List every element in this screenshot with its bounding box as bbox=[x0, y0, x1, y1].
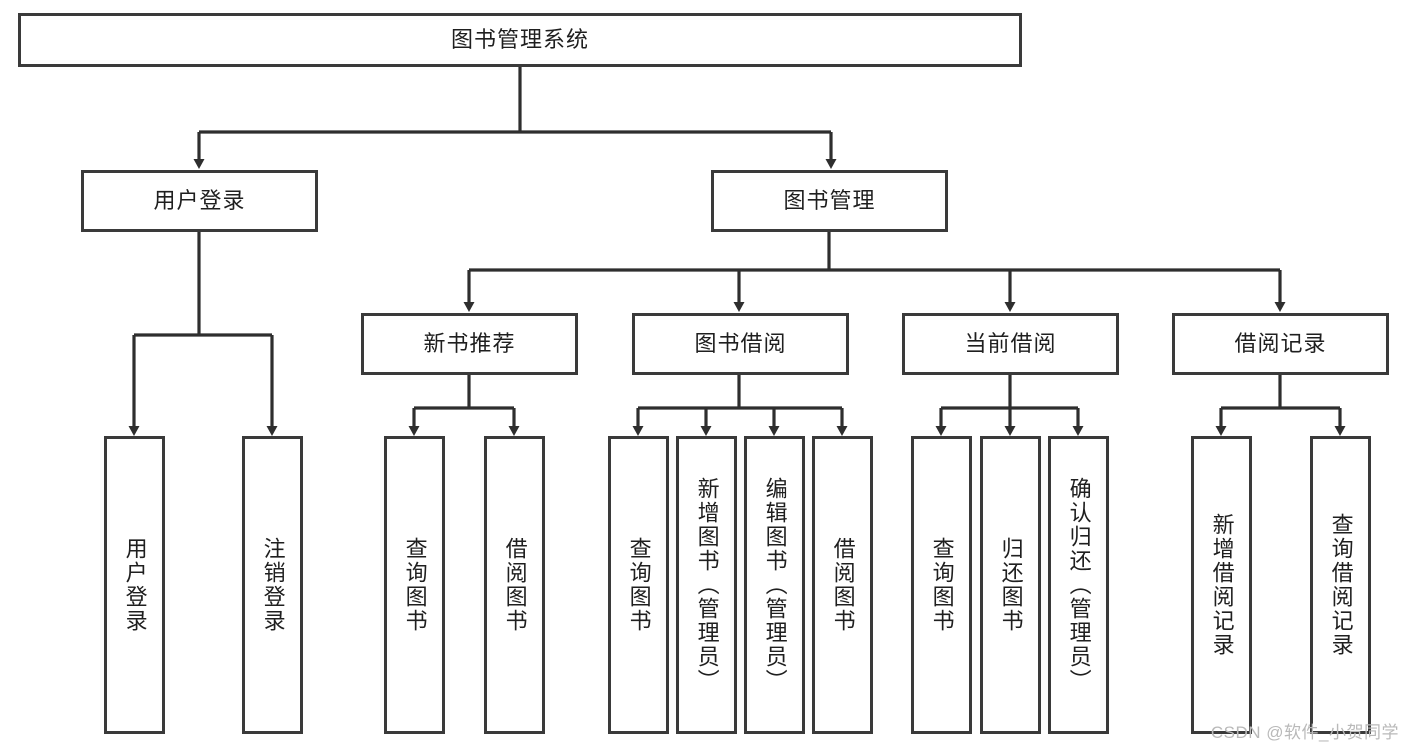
leaf-borrow-record-add[interactable]: 新增借阅记录 bbox=[1191, 436, 1252, 734]
node-borrow-record-label: 借阅记录 bbox=[1234, 330, 1327, 356]
leaf-current-borrow-query[interactable]: 查询图书 bbox=[911, 436, 972, 734]
leaf-current-borrow-return[interactable]: 归还图书 bbox=[980, 436, 1041, 734]
leaf-label: 借阅图书 bbox=[502, 537, 528, 633]
leaf-new-book-borrow[interactable]: 借阅图书 bbox=[484, 436, 545, 734]
leaf-borrow-record-query[interactable]: 查询借阅记录 bbox=[1310, 436, 1371, 734]
leaf-book-borrow-edit[interactable]: 编辑图书（管理员） bbox=[744, 436, 805, 734]
leaf-label: 归还图书 bbox=[998, 537, 1024, 633]
leaf-label: 用户登录 bbox=[122, 537, 148, 633]
leaf-new-book-query[interactable]: 查询图书 bbox=[384, 436, 445, 734]
node-user-login-label: 用户登录 bbox=[153, 187, 246, 213]
node-new-book-recommend-label: 新书推荐 bbox=[423, 330, 516, 356]
leaf-label: 查询图书 bbox=[402, 537, 428, 633]
leaf-label: 新增图书（管理员） bbox=[694, 477, 720, 693]
node-current-borrow[interactable]: 当前借阅 bbox=[902, 313, 1119, 375]
leaf-book-borrow-query[interactable]: 查询图书 bbox=[608, 436, 669, 734]
leaf-user-login-login[interactable]: 用户登录 bbox=[104, 436, 165, 734]
node-book-management[interactable]: 图书管理 bbox=[711, 170, 948, 232]
node-root[interactable]: 图书管理系统 bbox=[18, 13, 1022, 67]
node-new-book-recommend[interactable]: 新书推荐 bbox=[361, 313, 578, 375]
leaf-label: 查询图书 bbox=[626, 537, 652, 633]
leaf-label: 新增借阅记录 bbox=[1209, 513, 1235, 657]
leaf-label: 编辑图书（管理员） bbox=[762, 477, 788, 693]
leaf-label: 查询借阅记录 bbox=[1328, 513, 1354, 657]
leaf-book-borrow-borrow[interactable]: 借阅图书 bbox=[812, 436, 873, 734]
leaf-label: 注销登录 bbox=[260, 537, 286, 633]
node-book-borrow[interactable]: 图书借阅 bbox=[632, 313, 849, 375]
node-root-label: 图书管理系统 bbox=[450, 26, 589, 52]
watermark: CSDN @软件_小贺同学 bbox=[1210, 723, 1399, 742]
leaf-book-borrow-add[interactable]: 新增图书（管理员） bbox=[676, 436, 737, 734]
node-book-borrow-label: 图书借阅 bbox=[694, 330, 787, 356]
leaf-label: 借阅图书 bbox=[830, 537, 856, 633]
node-book-management-label: 图书管理 bbox=[783, 187, 876, 213]
node-borrow-record[interactable]: 借阅记录 bbox=[1172, 313, 1389, 375]
node-user-login[interactable]: 用户登录 bbox=[81, 170, 318, 232]
leaf-label: 确认归还（管理员） bbox=[1066, 477, 1092, 693]
leaf-current-borrow-confirm[interactable]: 确认归还（管理员） bbox=[1048, 436, 1109, 734]
leaf-user-login-logout[interactable]: 注销登录 bbox=[242, 436, 303, 734]
leaf-label: 查询图书 bbox=[929, 537, 955, 633]
node-current-borrow-label: 当前借阅 bbox=[964, 330, 1057, 356]
